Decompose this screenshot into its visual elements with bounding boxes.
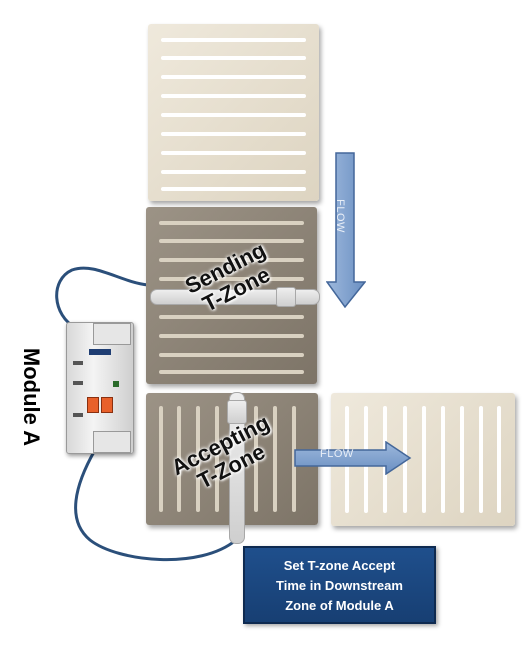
device-bottom-connector	[93, 431, 131, 453]
device-port-1	[73, 361, 83, 365]
sending-shaft-coupling	[276, 287, 296, 307]
flow-arrow-down: FLOW	[326, 152, 366, 308]
info-line-1: Set T-zone Accept	[283, 558, 396, 573]
device-switch-left	[87, 397, 99, 413]
device-port-2	[73, 381, 83, 385]
info-line-2: Time in Downstream	[276, 578, 403, 593]
flow-label-vertical: FLOW	[334, 199, 346, 233]
info-line-3: Zone of Module A	[285, 598, 394, 613]
accepting-roller-shaft	[229, 392, 245, 544]
flow-label-horizontal: FLOW	[320, 448, 354, 460]
device-port-3	[73, 413, 83, 417]
device-led	[113, 381, 119, 387]
accepting-shaft-coupling	[227, 400, 247, 424]
upper-cable	[55, 266, 149, 330]
device-switch-right	[101, 397, 113, 413]
arrow-down-icon	[326, 152, 366, 308]
info-box: Set T-zone Accept Time in Downstream Zon…	[243, 546, 436, 624]
device-logo	[89, 349, 111, 355]
module-a-device	[66, 322, 134, 454]
arrow-right-icon	[294, 441, 412, 475]
flow-arrow-right: FLOW	[294, 441, 412, 475]
module-label: Module A	[19, 347, 44, 447]
device-top-connector	[93, 323, 131, 345]
upstream-zone	[148, 24, 319, 201]
